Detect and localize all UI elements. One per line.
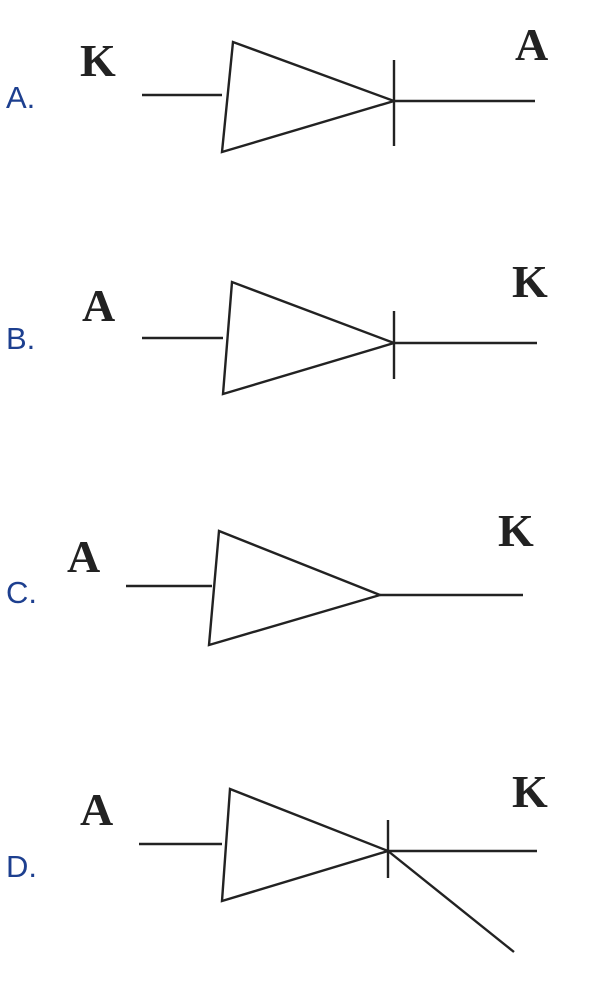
diode-symbol	[142, 280, 537, 396]
left-terminal-label: K	[80, 35, 116, 86]
option-d[interactable]: D. A K	[0, 747, 600, 996]
option-a[interactable]: A. K A	[0, 0, 600, 249]
right-terminal-label: A	[515, 19, 549, 70]
diode-triangle	[220, 787, 392, 903]
right-terminal-label: K	[498, 505, 534, 556]
diode-symbol	[126, 529, 523, 647]
right-terminal-label: K	[512, 766, 548, 817]
diode-triangle	[207, 529, 384, 647]
option-c[interactable]: C. A K	[0, 498, 600, 747]
gate-lead	[387, 850, 515, 953]
option-letter: A.	[6, 80, 36, 115]
option-letter: D.	[6, 849, 37, 884]
right-terminal-label: K	[512, 256, 548, 307]
left-terminal-label: A	[80, 784, 114, 835]
diode-triangle	[220, 40, 398, 154]
left-terminal-label: A	[82, 280, 116, 331]
option-letter: C.	[6, 575, 37, 610]
diode-triangle	[221, 280, 398, 396]
option-letter: B.	[6, 321, 36, 356]
left-terminal-label: A	[67, 531, 101, 582]
diode-symbol	[142, 40, 535, 154]
option-b[interactable]: B. A K	[0, 249, 600, 498]
diode-symbol	[139, 787, 537, 953]
